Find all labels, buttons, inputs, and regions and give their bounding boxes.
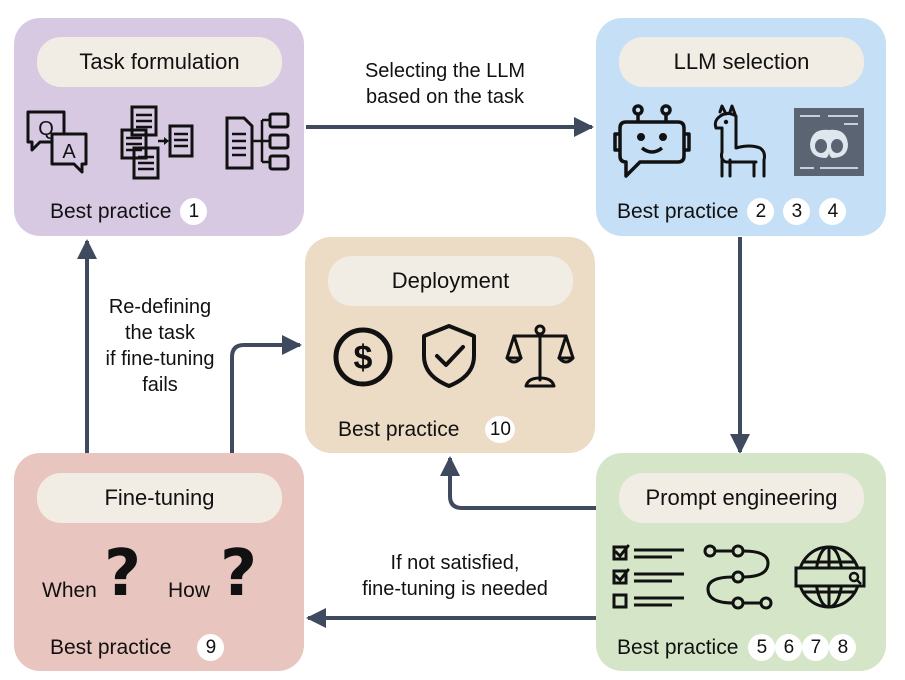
llm-best-practice: Best practice 2 3 4 (617, 198, 847, 225)
best-practice-label: Best practice (50, 635, 172, 659)
edge-label-line: based on the task (366, 86, 524, 108)
prompt-best-practice: Best practice 5 6 7 8 (617, 634, 857, 661)
deployment-best-practice: Best practice 10 (338, 416, 516, 443)
document-tree-icon (225, 112, 290, 171)
svg-text:A: A (62, 141, 76, 163)
ref-badge: 5 (748, 634, 776, 661)
arrow-prompt-to-deploy (440, 456, 596, 510)
edge-label-prompt-to-finetune: If not satisfied, fine-tuning is needed (330, 550, 580, 602)
ref-badge: 4 (819, 198, 847, 225)
ref-badge: 9 (197, 634, 225, 661)
scales-icon (505, 324, 575, 388)
fine-tuning-best-practice: Best practice 9 (50, 634, 225, 661)
question-mark-icon: ? (220, 537, 258, 611)
llama-icon (713, 104, 766, 178)
edge-label-finetune-to-task: Re-defining the task if fine-tuning fail… (90, 294, 230, 398)
ref-badge: 6 (775, 634, 803, 661)
ref-badge: 1 (180, 198, 208, 225)
ref-badge: 3 (783, 198, 811, 225)
ref-badge: 8 (829, 634, 857, 661)
edge-label-line: if fine-tuning (105, 348, 215, 370)
workflow-icon (703, 544, 773, 610)
best-practice-label: Best practice (50, 199, 172, 223)
whale-logo-icon (794, 108, 864, 176)
deployment-title: Deployment (328, 256, 573, 306)
ref-badge: 7 (802, 634, 830, 661)
prompt-engineering-title: Prompt engineering (619, 473, 864, 523)
fine-tuning-title: Fine-tuning (37, 473, 282, 523)
edge-label-line: the task (124, 322, 196, 344)
llm-selection-title: LLM selection (619, 37, 864, 87)
arrow-finetune-to-deploy (230, 335, 302, 453)
ref-badge: 2 (747, 198, 775, 225)
how-label: How (168, 579, 211, 602)
task-best-practice: Best practice 1 (50, 198, 208, 225)
edge-label-task-to-llm: Selecting the LLM based on the task (330, 58, 560, 110)
checklist-icon (612, 544, 684, 609)
web-search-icon (794, 545, 866, 609)
best-practice-label: Best practice (617, 199, 739, 223)
edge-label-line: fails (142, 374, 178, 396)
ref-badge: 10 (485, 416, 516, 443)
edge-label-line: fine-tuning is needed (362, 578, 548, 600)
robot-icon (613, 104, 691, 178)
shield-check-icon (422, 324, 476, 388)
question-mark-icon: ? (104, 537, 142, 611)
best-practice-label: Best practice (617, 635, 739, 659)
edge-label-line: Re-defining (108, 296, 212, 318)
svg-text:Q: Q (38, 118, 54, 140)
qa-chat-icon: Q A (26, 110, 88, 174)
documents-merge-icon (120, 105, 194, 180)
edge-label-line: If not satisfied, (390, 552, 520, 574)
when-label: When (42, 579, 97, 602)
dollar-icon: $ (333, 327, 393, 387)
svg-text:$: $ (354, 339, 373, 377)
edge-label-line: Selecting the LLM (364, 60, 526, 82)
task-formulation-title: Task formulation (37, 37, 282, 87)
best-practice-label: Best practice (338, 417, 460, 441)
